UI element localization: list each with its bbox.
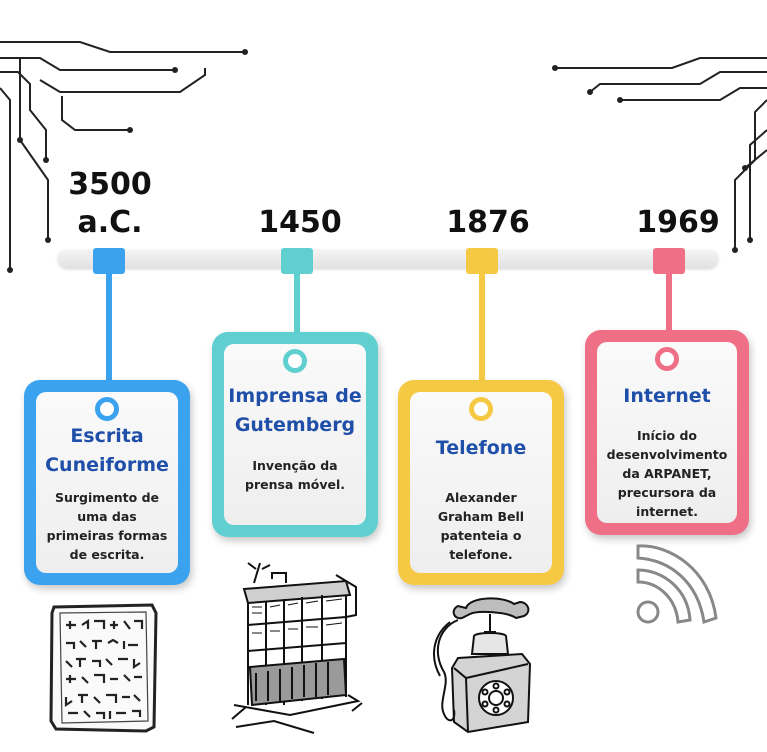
event-description-4: Início do desenvolvimento da ARPANET, pr… [606,428,728,519]
event-card-1: Escrita Cuneiforme Surgimento de uma das… [24,380,190,585]
connector-ring-2 [283,349,307,373]
timeline-marker-1 [93,248,125,274]
year-label-2: 1450 [258,205,342,240]
event-card-2: Imprensa de Gutemberg Invenção da prensa… [212,332,378,537]
event-card-1-panel: Escrita Cuneiforme Surgimento de uma das… [36,392,178,573]
printing-press-icon [231,562,363,734]
timeline-marker-2 [281,248,313,274]
event-title-1: Escrita Cuneiforme [45,425,169,476]
timeline-bar [58,250,718,268]
connector-stem-3 [479,262,485,408]
event-title-3: Telefone [435,437,527,459]
year-label-1: 3500 a.C. [68,167,152,240]
timeline-marker-4 [653,248,685,274]
event-title-2: Imprensa de Gutemberg [228,385,362,436]
timeline-marker-3 [466,248,498,274]
year-label-4: 1969 [636,205,720,240]
event-title-4: Internet [623,385,711,407]
connector-stem-2 [294,262,300,360]
connector-stem-1 [106,262,112,402]
event-card-4: Internet Início do desenvolvimento da AR… [585,330,749,535]
event-card-2-panel: Imprensa de Gutemberg Invenção da prensa… [224,344,366,525]
event-description-1: Surgimento de uma das primeiras formas d… [46,490,168,562]
event-card-3-panel: Telefone Alexander Graham Bell patenteia… [410,392,552,573]
wifi-signal-icon [636,544,718,624]
connector-ring-1 [95,397,119,421]
connector-stem-4 [666,262,672,350]
telephone-icon [433,597,532,734]
cuneiform-tablet-icon [49,603,158,733]
connector-ring-4 [655,347,679,371]
event-card-4-panel: Internet Início do desenvolvimento da AR… [597,342,737,523]
event-description-2: Invenção da prensa móvel. [245,458,345,492]
event-description-3: Alexander Graham Bell patenteia o telefo… [437,490,525,562]
event-card-3: Telefone Alexander Graham Bell patenteia… [398,380,564,585]
connector-ring-3 [469,397,493,421]
year-label-3: 1876 [446,205,530,240]
